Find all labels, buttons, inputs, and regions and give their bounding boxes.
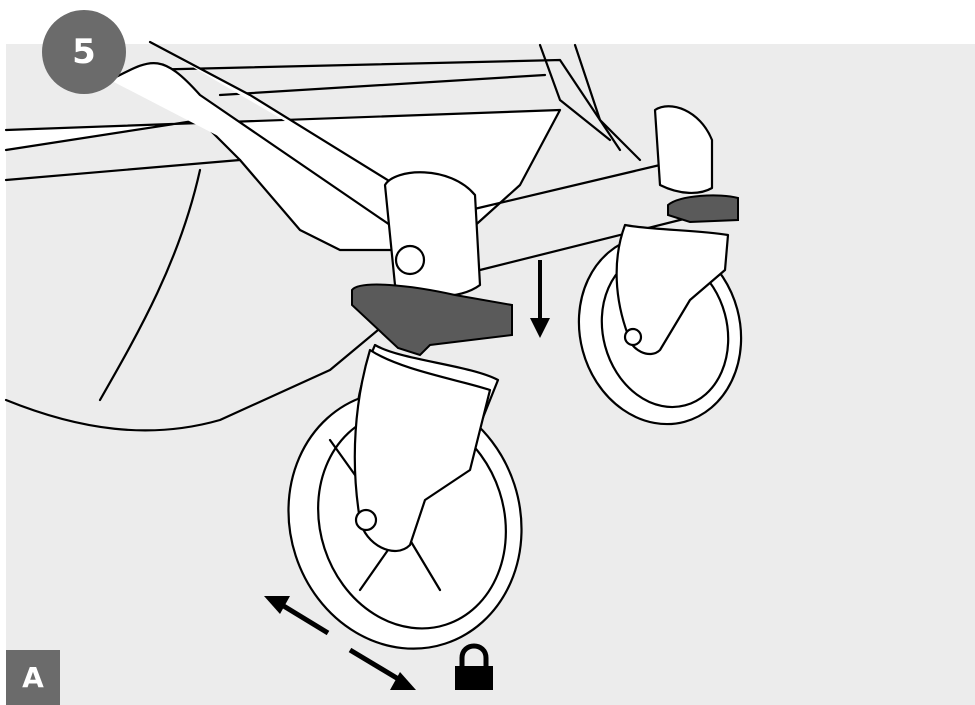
front-hub <box>383 171 482 298</box>
front-axle <box>354 508 378 532</box>
frame-bar-lower <box>218 73 547 97</box>
step-number-badge: 5 <box>42 10 126 94</box>
rear-hub <box>653 105 714 194</box>
rear-axle <box>623 327 643 347</box>
frame-tube <box>108 40 422 227</box>
frame-bar-upper <box>138 58 622 152</box>
panel-label-badge: A <box>6 650 60 705</box>
double-arrow-icon <box>264 596 416 690</box>
rear-brake-pedal <box>667 194 739 224</box>
basket-seam <box>98 168 202 402</box>
rear-tube <box>538 43 642 162</box>
front-brake-pedal <box>351 283 513 357</box>
padlock-icon <box>455 643 493 690</box>
front-fork-body <box>353 348 492 552</box>
rear-fork <box>615 223 730 356</box>
hub-bolt <box>394 244 426 276</box>
arrow-down-icon <box>530 260 550 338</box>
basket-lower <box>4 158 392 432</box>
